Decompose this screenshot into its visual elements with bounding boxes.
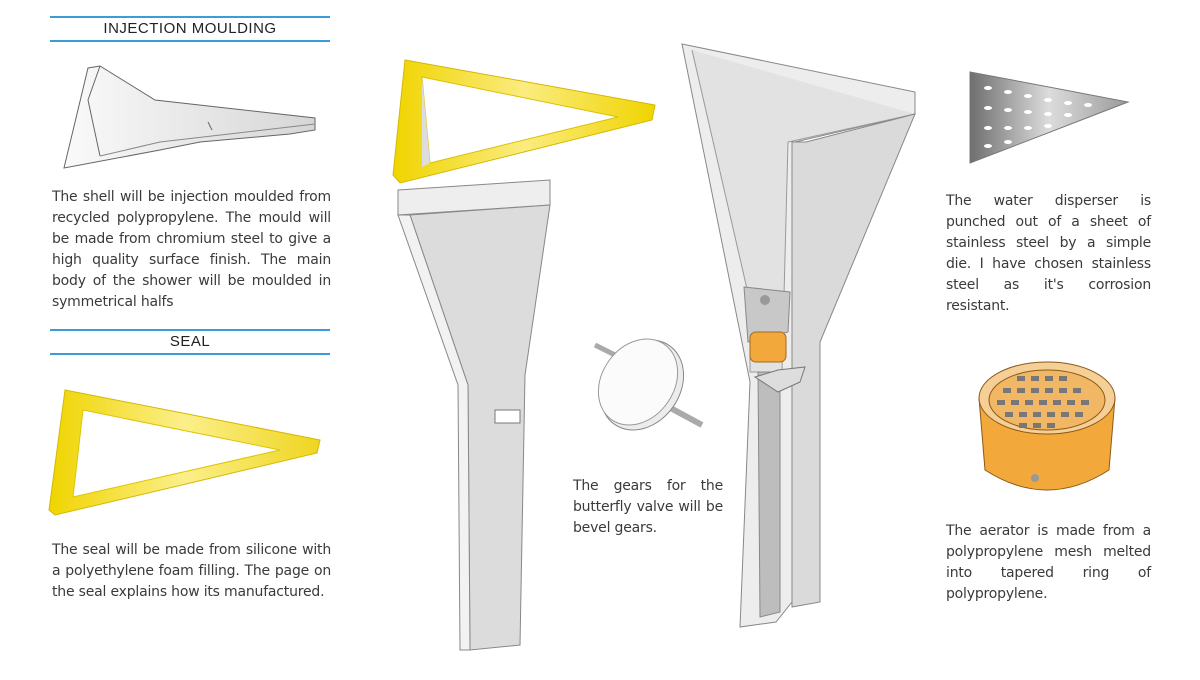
cutaway-shower-head-illustration bbox=[681, 43, 916, 628]
injection-moulding-text: The shell will be injection moulded from… bbox=[52, 189, 331, 310]
seal-text: The seal will be made from silicone with… bbox=[52, 542, 331, 600]
injection-moulding-heading: INJECTION MOULDING bbox=[50, 16, 330, 42]
water-disperser-illustration bbox=[969, 71, 1130, 164]
aerator-text: The aerator is made from a polypropylene… bbox=[946, 523, 1151, 602]
shell-half-illustration bbox=[63, 65, 316, 169]
shower-head-with-seal-illustration bbox=[392, 59, 656, 651]
water-disperser-text: The water disperser is punched out of a … bbox=[946, 193, 1151, 314]
gears-text: The gears for the butterfly valve will b… bbox=[573, 478, 723, 536]
seal-heading: SEAL bbox=[50, 329, 330, 355]
aerator-illustration bbox=[978, 361, 1116, 491]
seal-illustration bbox=[48, 389, 321, 516]
butterfly-valve-disc-illustration bbox=[593, 338, 704, 431]
